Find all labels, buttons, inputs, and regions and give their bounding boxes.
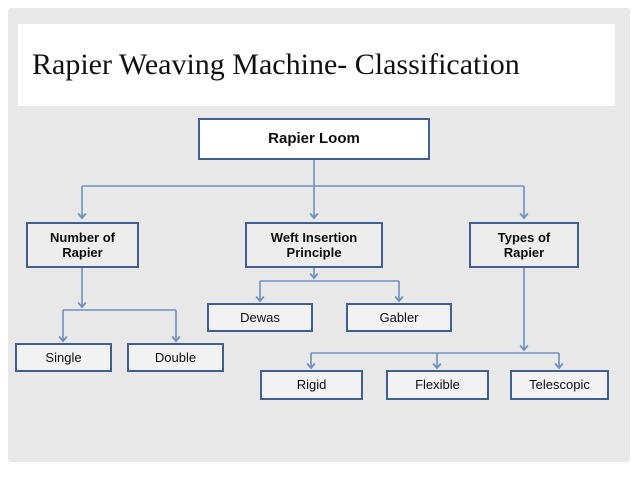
node-label: Types of Rapier: [497, 229, 551, 260]
node-gabler[interactable]: Gabler: [346, 303, 452, 332]
node-label: Number of Rapier: [50, 229, 115, 260]
node-label: Rapier Loom: [268, 130, 360, 148]
node-weft-insertion-principle[interactable]: Weft Insertion Principle: [245, 222, 383, 268]
node-single[interactable]: Single: [15, 343, 112, 372]
node-types-of-rapier[interactable]: Types of Rapier: [469, 222, 579, 268]
node-number-of-rapier[interactable]: Number of Rapier: [26, 222, 139, 268]
node-label: Weft Insertion Principle: [270, 229, 358, 260]
node-flexible[interactable]: Flexible: [386, 370, 489, 400]
node-label: Rigid: [296, 377, 327, 393]
node-label: Gabler: [379, 309, 419, 325]
node-label: Dewas: [240, 309, 280, 325]
page-title: Rapier Weaving Machine- Classification: [32, 48, 520, 81]
node-rigid[interactable]: Rigid: [260, 370, 363, 400]
title-band: [18, 24, 615, 106]
node-label: Double: [154, 349, 197, 365]
node-label: Flexible: [415, 377, 460, 393]
node-label: Single: [45, 349, 82, 365]
node-label: Telescopic: [529, 377, 590, 393]
node-dewas[interactable]: Dewas: [207, 303, 313, 332]
node-rapier-loom[interactable]: Rapier Loom: [198, 118, 430, 160]
node-telescopic[interactable]: Telescopic: [510, 370, 609, 400]
node-double[interactable]: Double: [127, 343, 224, 372]
